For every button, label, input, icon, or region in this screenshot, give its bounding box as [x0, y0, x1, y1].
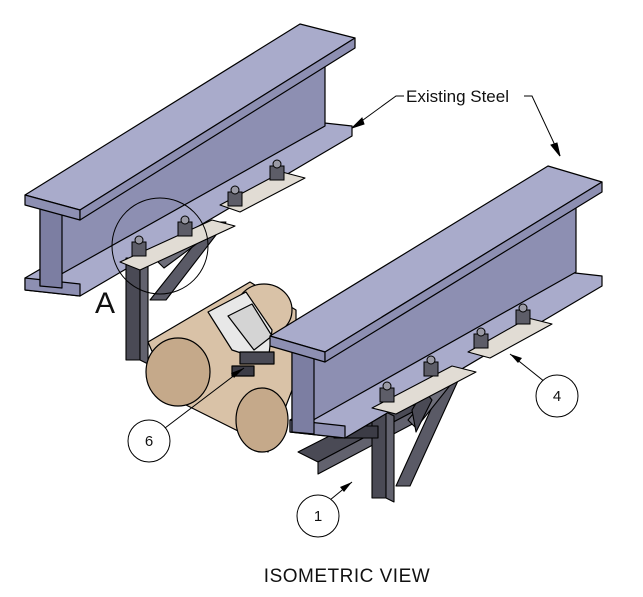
balloon-6-number: 6: [145, 433, 153, 450]
balloon-4-number: 4: [553, 388, 561, 405]
existing-steel-label: Existing Steel: [406, 87, 509, 106]
existing-steel-beam-front: [269, 165, 603, 439]
beam-clamps-front: [379, 303, 531, 403]
detail-circle: [111, 197, 209, 295]
balloon-6: 6: [127, 367, 245, 463]
balloon-1-number: 1: [314, 508, 322, 525]
existing-steel-beam-back: [24, 23, 356, 297]
balloon-4: 4: [509, 353, 579, 418]
pipe: [145, 281, 297, 453]
balloon-1: 1: [296, 481, 353, 538]
clamp-plates-front: [371, 317, 553, 415]
existing-steel-leaders: [351, 95, 561, 157]
view-title: ISOMETRIC VIEW: [264, 566, 430, 587]
beam-clamps-back: [131, 159, 285, 257]
support-frame-front: [297, 371, 463, 503]
detail-label: A: [95, 287, 115, 320]
